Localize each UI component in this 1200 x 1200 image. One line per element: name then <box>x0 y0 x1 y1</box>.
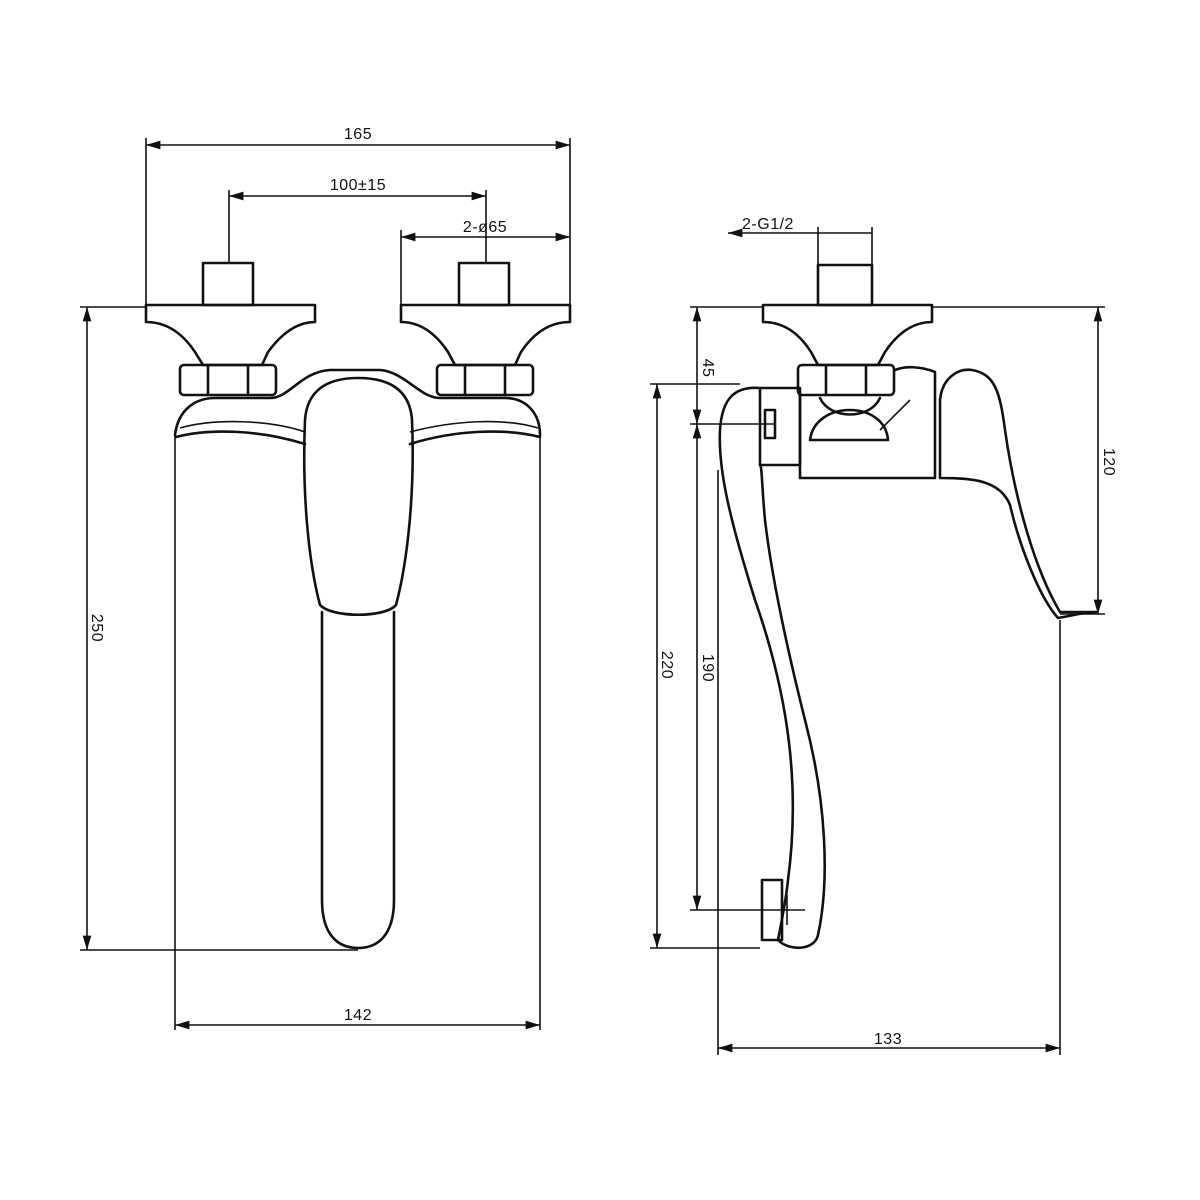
front-view: 165 100±15 2-ø65 250 142 <box>80 126 572 1030</box>
dim-overall-width: 165 <box>145 126 571 305</box>
right-flange <box>399 303 572 367</box>
left-nut <box>178 363 278 397</box>
dim-height-label: 250 <box>88 614 105 642</box>
side-inlet-pipe <box>816 263 874 307</box>
dim-spout-height: 190 <box>690 424 805 925</box>
dim-total-height-label: 220 <box>658 651 675 679</box>
side-spout <box>718 386 826 949</box>
dim-lever-height-label: 120 <box>1100 448 1117 476</box>
side-view: 2-G1/2 120 45 190 220 <box>650 216 1117 1055</box>
dim-overall-width-label: 165 <box>344 126 372 143</box>
dim-flange-diameter: 2-ø65 <box>400 219 570 305</box>
side-aerator <box>760 878 784 942</box>
dim-projection-label: 133 <box>874 1031 902 1048</box>
side-lever-handle <box>938 368 1099 620</box>
dim-lever-height: 120 <box>932 306 1117 615</box>
mixer-body-seam <box>174 430 542 446</box>
right-inlet-pipe <box>457 261 511 307</box>
dim-flange-diameter-label: 2-ø65 <box>463 219 507 236</box>
side-flange <box>761 303 934 367</box>
side-nut <box>796 363 896 397</box>
dim-height: 250 <box>80 306 358 951</box>
side-connector <box>758 386 802 467</box>
dim-body-width: 142 <box>175 1007 540 1030</box>
dim-inlet-spacing: 100±15 <box>228 177 487 263</box>
mixer-body-seam-2 <box>179 420 539 433</box>
dim-offset: 45 <box>690 306 775 425</box>
dim-inlet-spacing-label: 100±15 <box>330 177 386 194</box>
dim-inlet-thread: 2-G1/2 <box>728 216 873 265</box>
dim-spout-height-label: 190 <box>699 654 716 682</box>
mixer-body-top <box>173 368 542 437</box>
side-valve-cup <box>808 396 890 442</box>
dim-total-height: 220 <box>650 383 760 949</box>
front-lever-handle <box>302 376 414 617</box>
right-nut <box>435 363 535 397</box>
front-spout <box>320 610 396 950</box>
dim-inlet-thread-label: 2-G1/2 <box>742 216 794 233</box>
dim-body-width-label: 142 <box>344 1007 372 1024</box>
left-flange <box>144 303 317 367</box>
side-valve-body <box>798 365 937 480</box>
dim-offset-label: 45 <box>699 359 716 378</box>
side-valve-detail <box>879 399 911 431</box>
left-inlet-pipe <box>201 261 255 307</box>
dim-projection: 133 <box>717 470 1061 1055</box>
